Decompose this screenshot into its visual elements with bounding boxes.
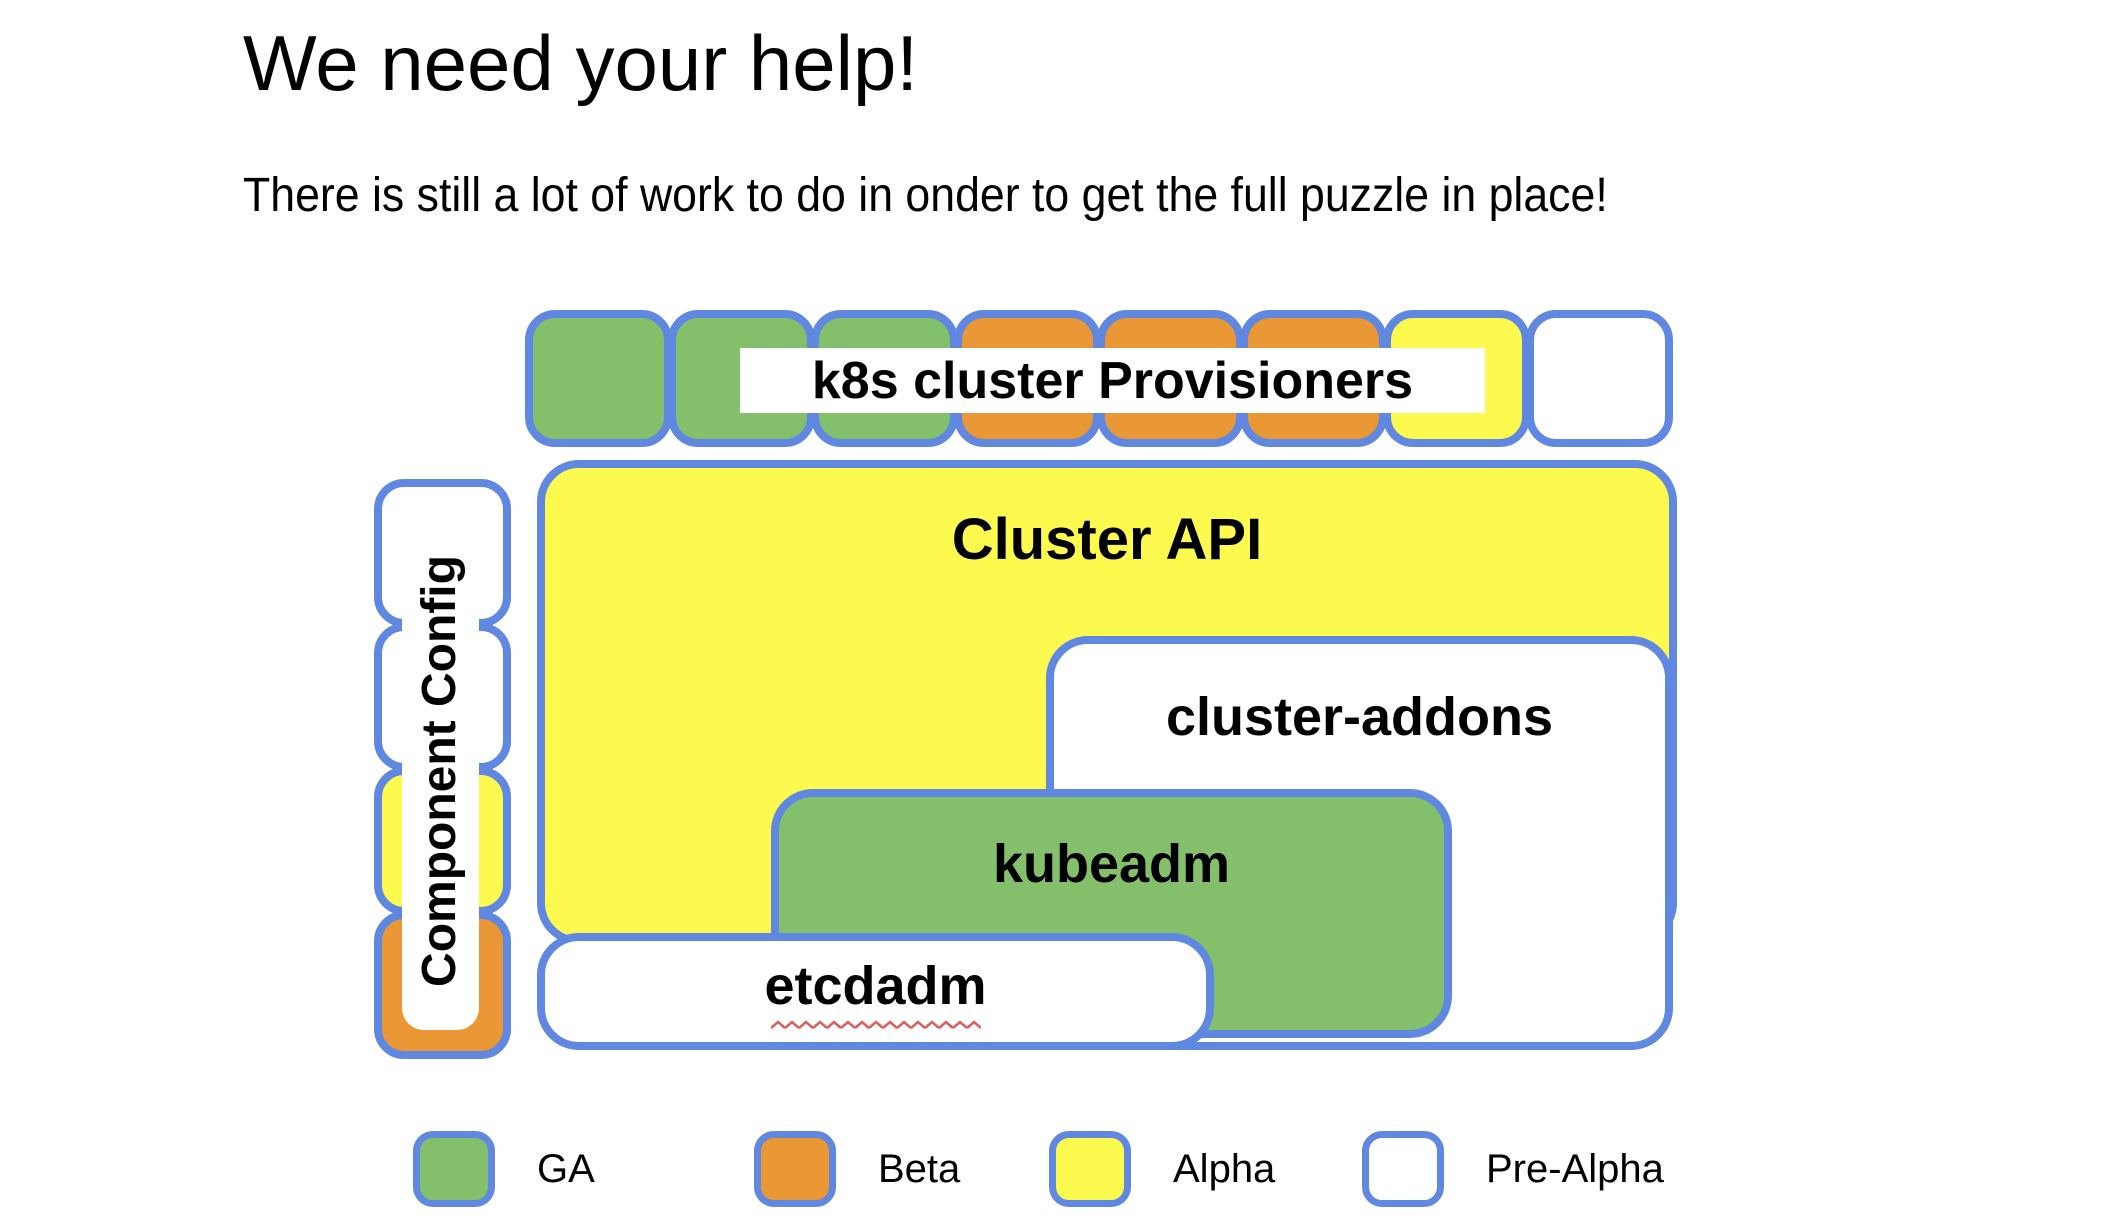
legend-item-ga: GA <box>413 1131 595 1207</box>
block-cluster-addons-label: cluster-addons <box>1165 687 1554 747</box>
component-config-label: Component Config <box>413 555 466 987</box>
legend-item-prealpha: Pre-Alpha <box>1362 1131 1664 1207</box>
legend-label-alpha: Alpha <box>1173 1147 1276 1191</box>
spellcheck-squiggle-icon <box>545 1019 1206 1031</box>
puzzle-piece-pre-alpha <box>1526 310 1673 447</box>
legend-swatch-alpha <box>1049 1131 1131 1207</box>
legend-swatch-ga <box>413 1131 495 1207</box>
legend-swatch-prealpha <box>1362 1131 1444 1207</box>
legend-label-ga: GA <box>537 1147 595 1191</box>
block-kubeadm-label: kubeadm <box>992 834 1231 894</box>
legend-item-alpha: Alpha <box>1049 1131 1275 1207</box>
component-config-label-bg <box>402 512 479 1030</box>
legend-label-beta: Beta <box>878 1147 961 1191</box>
puzzle-piece-ga <box>525 310 672 447</box>
provisioners-row-label: k8s cluster Provisioners <box>740 348 1485 413</box>
legend-item-beta: Beta <box>754 1131 960 1207</box>
block-cluster-api-label: Cluster API <box>951 507 1263 572</box>
slide-subtitle: There is still a lot of work to do in on… <box>243 169 1608 222</box>
legend-label-prealpha: Pre-Alpha <box>1486 1147 1664 1191</box>
legend-swatch-beta <box>754 1131 836 1207</box>
block-etcdadm-label: etcdadm <box>764 956 987 1016</box>
block-etcdadm: etcdadm <box>537 933 1214 1050</box>
slide-title: We need your help! <box>243 19 918 107</box>
